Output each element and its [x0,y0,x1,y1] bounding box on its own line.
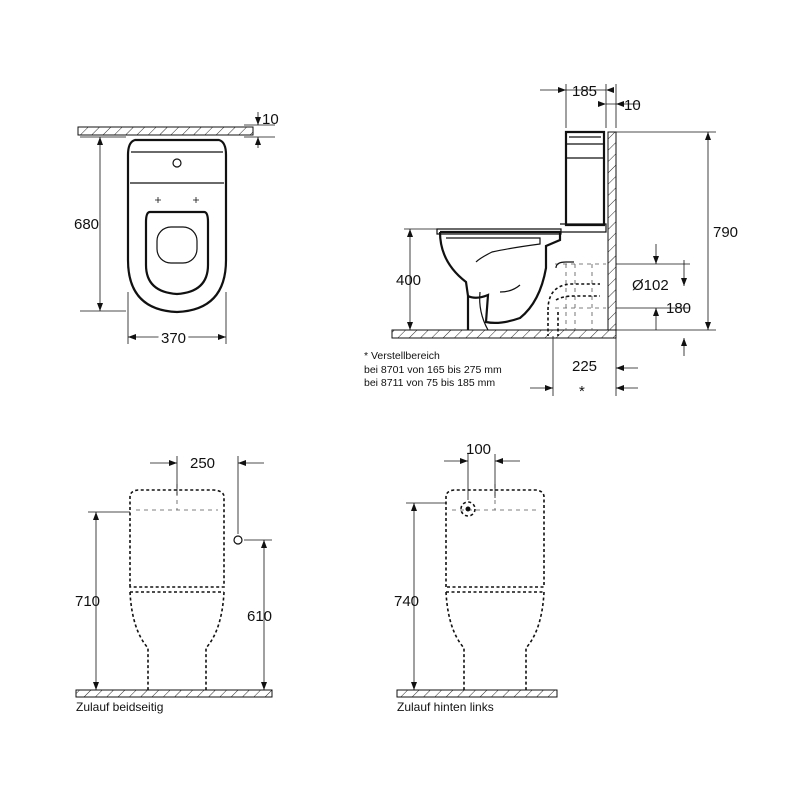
front-left-floor [75,689,273,698]
front-left-tank [129,489,225,588]
side-view-dim-outlet-diameter: Ø102 [632,277,669,294]
top-view-bowl-outline [126,138,228,314]
side-view-dim-seat-height: 400 [396,272,421,289]
front-right-inlet [460,501,476,517]
front-right-dim-inlet-offset: 100 [466,441,491,458]
side-view-dim-outlet-height: 180 [666,300,691,317]
front-view-left: 250 710 610 Zulauf beidseitig [75,455,273,714]
top-view-dim-depth: 680 [74,216,99,233]
top-view: 10 680 370 370 [74,111,279,350]
side-view-bowl [438,230,562,330]
side-view-tank [564,130,606,227]
side-view-note-title: * Verstellbereich [364,350,440,362]
front-left-dim-inlet-offset: 250 [190,455,215,472]
front-left-dim-inlet-height: 610 [247,608,272,625]
side-view-asterisk: * [579,383,585,400]
top-view-seat [144,210,210,296]
side-view-note-line2: bei 8711 von 75 bis 185 mm [364,377,495,389]
side-view-dim-total-height: 790 [713,224,738,241]
front-view-right: 100 740 Zulauf hinten links [394,441,558,714]
front-right-bowl [445,591,545,690]
side-view-dim-outlet-distance: 225 [572,358,597,375]
side-view: 185 10 790 400 Ø102 180 [364,83,738,400]
flush-button [172,158,182,168]
top-view-dim-wall-gap: 10 [262,111,279,128]
front-right-caption: Zulauf hinten links [397,700,494,714]
front-left-inlet [233,535,243,545]
side-view-dim-tank-depth: 185 [572,83,597,100]
side-view-floor [391,329,617,339]
front-left-bowl [129,591,225,690]
front-left-caption: Zulauf beidseitig [76,700,163,714]
svg-text:370: 370 [161,330,186,347]
front-right-dim-height: 740 [394,593,419,610]
front-right-floor [396,689,558,698]
side-view-note-line1: bei 8701 von 165 bis 275 mm [364,364,502,376]
front-left-dim-height: 710 [75,593,100,610]
side-view-wall [607,131,617,331]
front-right-tank [445,489,545,588]
side-view-dim-wall-gap: 10 [624,97,641,114]
top-view-dim-width: 370 [161,330,186,347]
side-view-outlet-pipe [555,263,606,330]
